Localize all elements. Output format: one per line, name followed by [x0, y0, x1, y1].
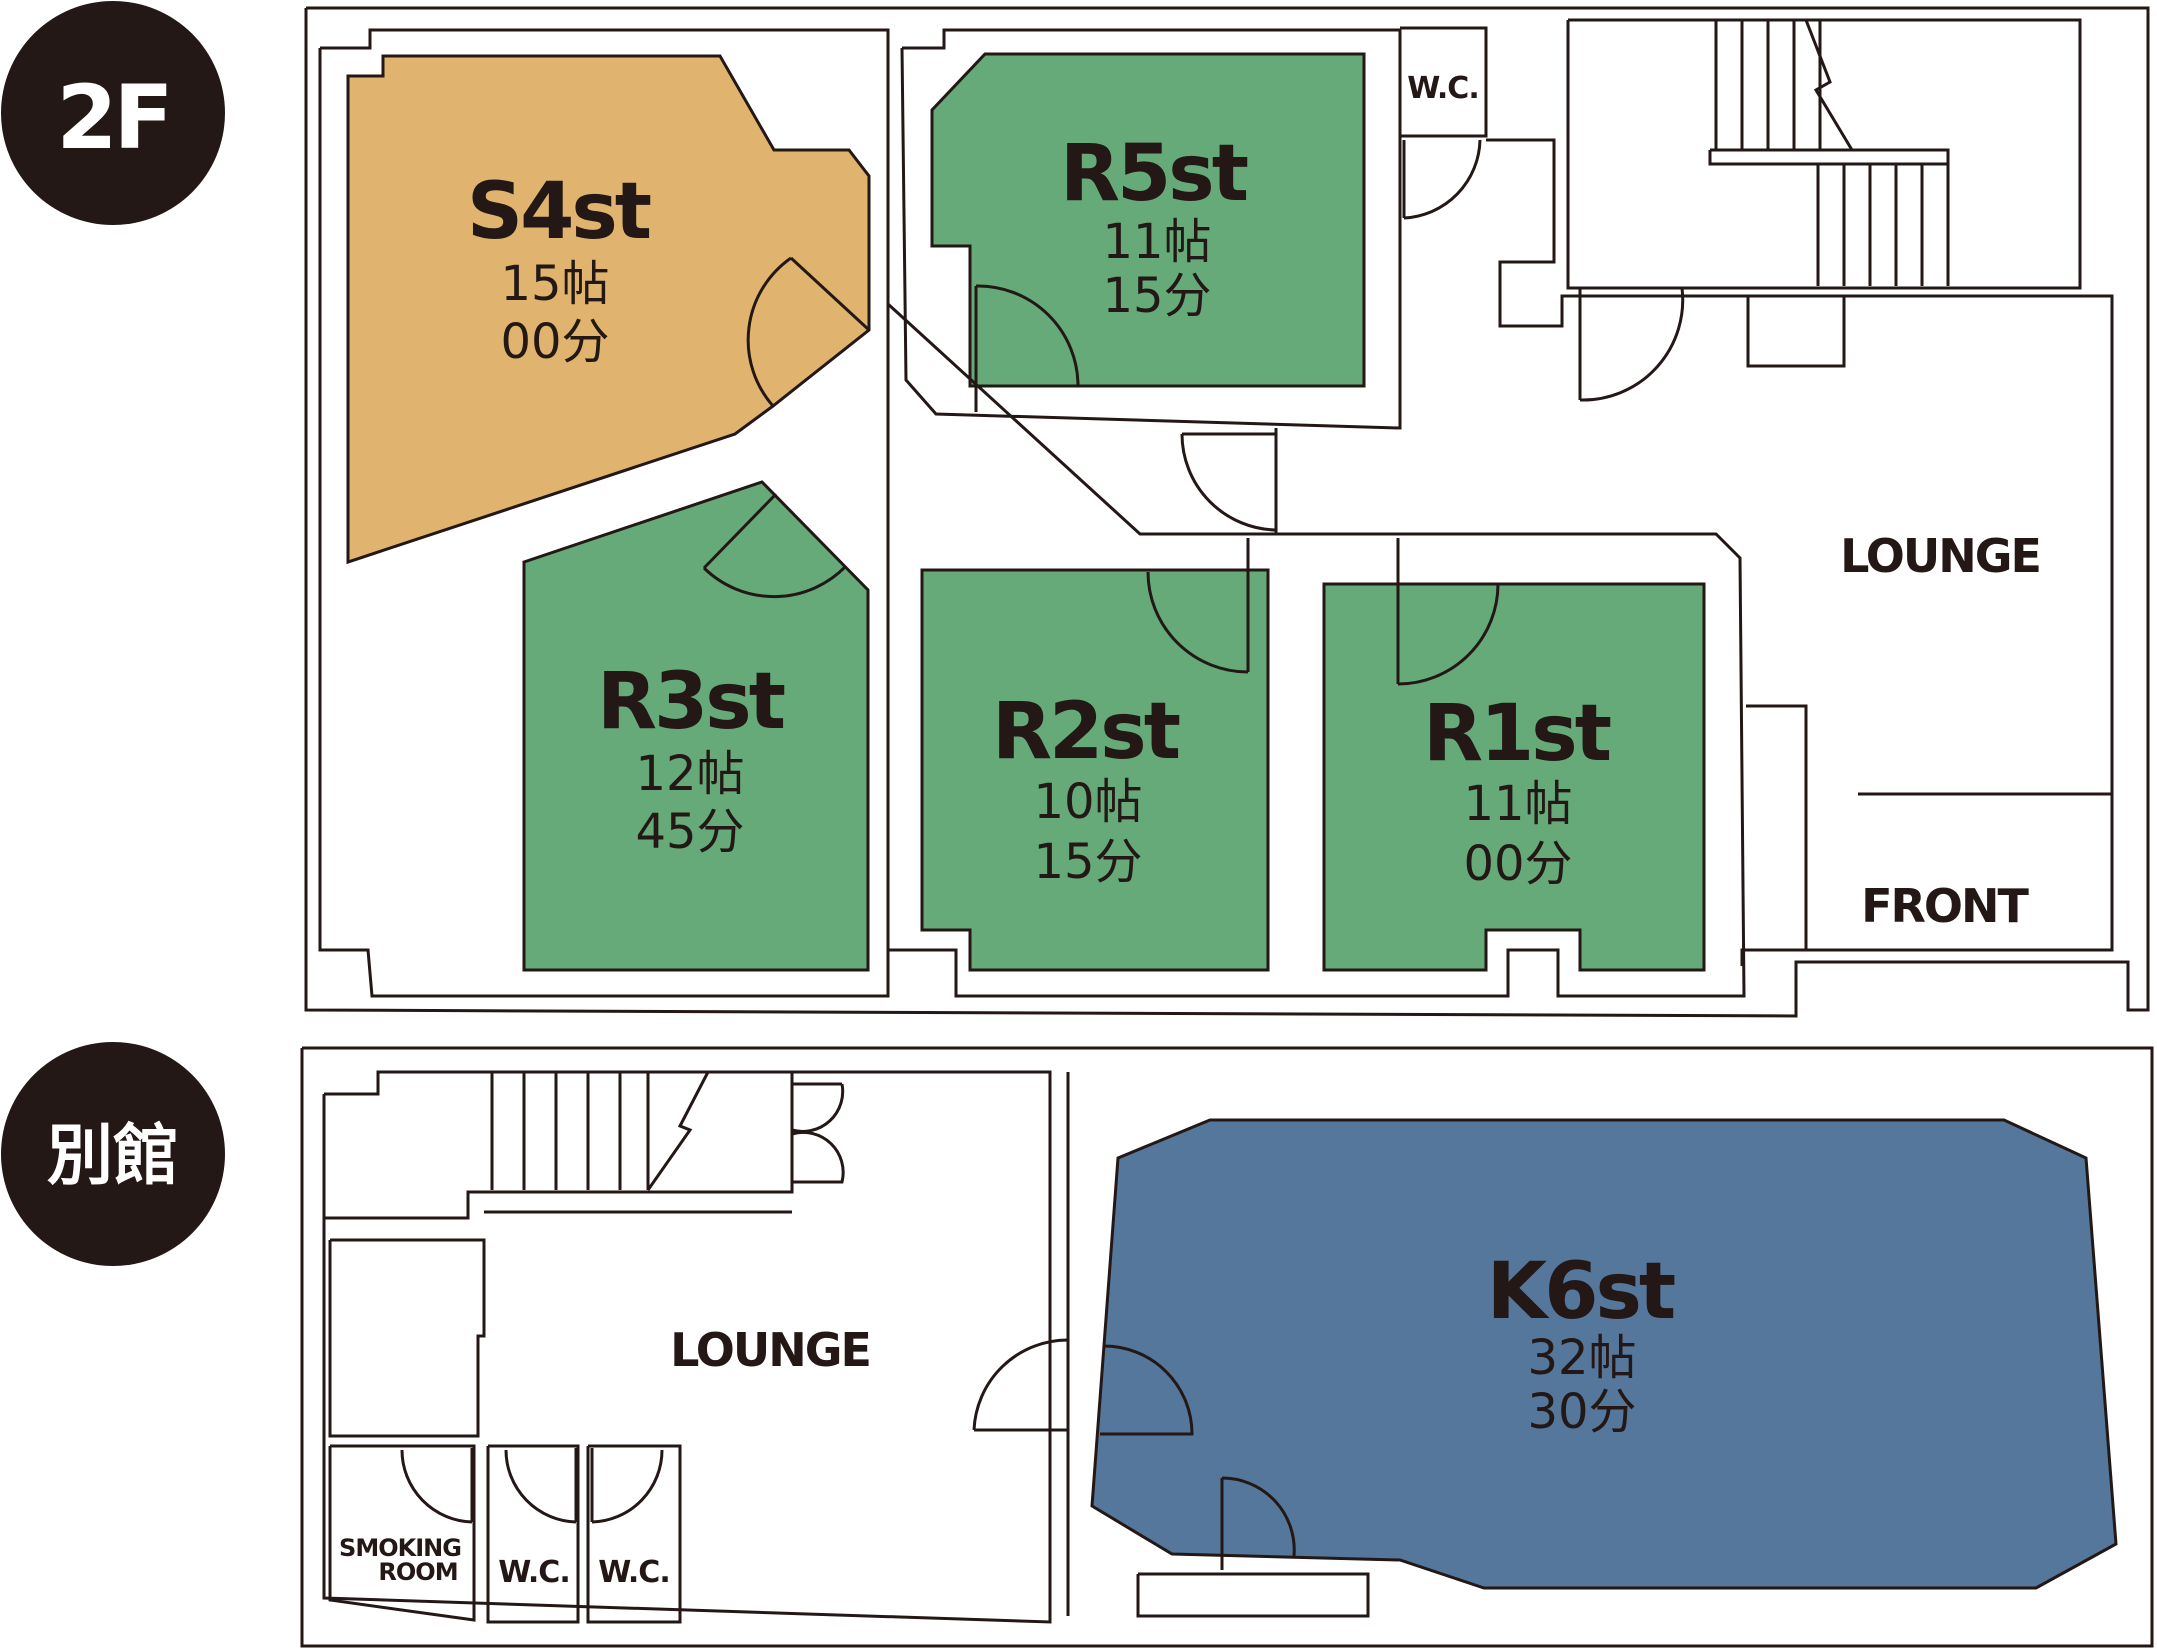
corridor-wall-2f-a — [1486, 138, 2114, 966]
room-r5st-door[interactable] — [974, 284, 1080, 412]
room-s4st-name: S4st — [467, 167, 651, 257]
wc-annex-1[interactable]: W.C. — [486, 1444, 580, 1624]
inner-wall-annex — [322, 1070, 1052, 1624]
wc-2f-door[interactable] — [1402, 139, 1482, 220]
room-k6st-door-side[interactable] — [1100, 1344, 1194, 1436]
room-r3st-size: 12帖 — [635, 746, 744, 802]
room-r3st-name: R3st — [597, 657, 785, 747]
wc-annex-2-door[interactable] — [590, 1448, 664, 1524]
stairs-annex — [324, 1071, 845, 1220]
wc-annex-2-walls — [586, 1444, 682, 1624]
room-r5st-name: R5st — [1060, 129, 1248, 219]
room-r2st-door[interactable] — [1146, 538, 1250, 674]
room-r2st-name: R2st — [992, 687, 1180, 777]
room-r3st[interactable]: R3st 12帖 45分 — [522, 480, 870, 972]
front-desk-counter — [1746, 704, 1808, 950]
wc-2f[interactable]: W.C. — [1400, 26, 1488, 220]
room-r5st-size: 11帖 — [1102, 214, 1211, 270]
room-s4st[interactable]: S4st 15帖 00分 — [346, 54, 871, 565]
front-desk[interactable]: FRONT — [1746, 704, 2112, 950]
room-s4st-door[interactable] — [746, 256, 871, 407]
room-r5st[interactable]: R5st 11帖 15分 — [900, 28, 1402, 430]
room-r3st-shape — [522, 480, 870, 972]
corridor-wall-2f-b — [886, 302, 1746, 998]
wc-2f-walls — [1400, 26, 1488, 138]
smoking-room-label-2: ROOM — [378, 1558, 457, 1586]
room-r2st-time: 15分 — [1033, 834, 1142, 890]
room-r1st-size: 11帖 — [1463, 776, 1572, 832]
room-r5st-shape — [930, 52, 1366, 388]
inner-wall-2f — [318, 28, 890, 998]
floor-label-2f: 2F — [56, 66, 169, 169]
room-s4st-size: 15帖 — [500, 256, 609, 312]
r5st-outer-wall — [900, 28, 1402, 430]
room-r3st-door[interactable] — [702, 492, 848, 599]
room-k6st-size: 32帖 — [1527, 1330, 1636, 1386]
room-r3st-time: 45分 — [635, 804, 744, 860]
floor-badge-2f: 2F — [1, 1, 225, 225]
room-k6st-door-bottom[interactable] — [1220, 1476, 1296, 1570]
lounge-2f-niche — [1746, 296, 1846, 368]
room-k6st-shape — [1090, 1118, 2118, 1590]
smoking-room-label-1: SMOKING — [339, 1534, 461, 1562]
room-r2st-size: 10帖 — [1033, 774, 1142, 830]
lounge-2f-label: LOUNGE — [1840, 529, 2040, 583]
room-r2st-shape — [920, 568, 1270, 972]
wc-annex-2-label: W.C. — [598, 1555, 669, 1590]
lounge-annex-door[interactable] — [972, 1338, 1070, 1432]
room-k6st[interactable]: K6st 32帖 30分 — [1090, 1118, 2118, 1618]
smoking-room-door[interactable] — [400, 1448, 474, 1524]
room-r1st-name: R1st — [1423, 689, 1611, 779]
front-label: FRONT — [1861, 879, 2029, 933]
room-k6st-time: 30分 — [1527, 1384, 1636, 1440]
room-r1st-time: 00分 — [1463, 836, 1572, 892]
room-s4st-time: 00分 — [500, 314, 609, 370]
lounge-2f-door-top[interactable] — [1578, 287, 1685, 402]
room-r5st-time: 15分 — [1102, 268, 1211, 324]
outer-wall-2f — [304, 6, 2150, 1018]
floor-annex: 別館 LOUNGE SMOKING ROOM — [1, 1042, 2154, 1648]
wc-annex-1-door[interactable] — [504, 1448, 578, 1524]
smoking-room[interactable]: SMOKING ROOM — [328, 1444, 476, 1622]
room-s4st-shape — [346, 54, 871, 565]
room-r1st[interactable]: R1st 11帖 00分 — [1322, 538, 1706, 972]
stairs-2f — [1566, 18, 2082, 290]
k6st-step — [1136, 1572, 1370, 1618]
floor-badge-annex: 別館 — [1, 1042, 225, 1266]
room-r2st[interactable]: R2st 10帖 15分 — [920, 538, 1270, 972]
wc-annex-1-walls — [486, 1444, 580, 1624]
room-k6st-name: K6st — [1487, 1247, 1675, 1337]
outer-wall-annex — [300, 1046, 2154, 1648]
wc-2f-label: W.C. — [1407, 71, 1478, 106]
lounge-annex-label: LOUNGE — [670, 1323, 870, 1377]
smoking-room-walls — [328, 1444, 476, 1622]
floor-label-annex: 別館 — [47, 1117, 179, 1194]
floor-2f: 2F S4st 15帖 00分 R5st 11帖 15分 W.C. — [1, 1, 2150, 1018]
wc-annex-2[interactable]: W.C. — [586, 1444, 682, 1624]
wc-annex-1-label: W.C. — [498, 1555, 569, 1590]
annex-storage — [328, 1238, 486, 1438]
room-r1st-door[interactable] — [1396, 538, 1500, 686]
corridor-2f-door[interactable] — [1180, 432, 1277, 532]
